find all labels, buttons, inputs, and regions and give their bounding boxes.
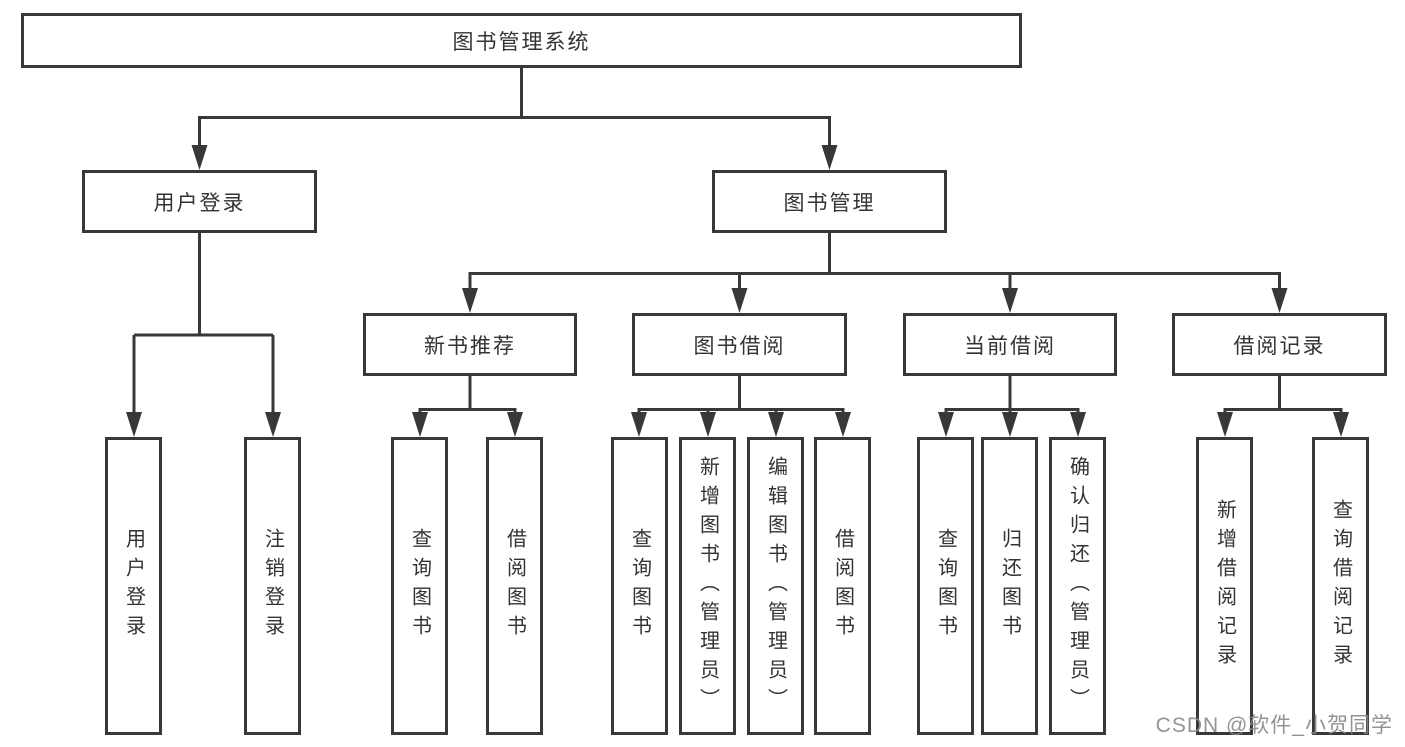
node-label: 图书管理 <box>783 191 876 215</box>
node-return-books: 归还图书 <box>981 437 1038 735</box>
node-query-books-borrow: 查询图书 <box>611 437 668 735</box>
node-label: 用户登录 <box>153 191 246 215</box>
csdn-watermark: CSDN @软件_小贺同学 <box>1155 714 1393 737</box>
arrowheads <box>126 145 1349 437</box>
node-label: 编辑图书（管理员） <box>764 455 787 717</box>
node-borrowing-records: 借阅记录 <box>1172 313 1387 376</box>
node-label: 图书管理系统 <box>452 30 591 54</box>
node-book-borrowing: 图书借阅 <box>632 313 847 376</box>
node-label: 新增图书（管理员） <box>696 455 719 717</box>
node-label: 借阅图书 <box>503 528 526 644</box>
node-label: 归还图书 <box>998 528 1021 644</box>
node-label: 用户登录 <box>122 528 145 644</box>
node-label: 当前借阅 <box>964 334 1056 358</box>
node-label: 注销登录 <box>261 528 284 644</box>
node-query-books-current: 查询图书 <box>917 437 974 735</box>
node-label: 查询借阅记录 <box>1329 499 1352 673</box>
node-label: 查询图书 <box>934 528 957 644</box>
node-confirm-return-admin: 确认归还（管理员） <box>1049 437 1106 735</box>
node-current-borrowing: 当前借阅 <box>903 313 1117 376</box>
node-add-borrow-record: 新增借阅记录 <box>1196 437 1253 735</box>
node-user-login: 用户登录 <box>82 170 317 233</box>
node-label: 借阅图书 <box>831 528 854 644</box>
node-query-borrow-record: 查询借阅记录 <box>1312 437 1369 735</box>
node-user-login-action: 用户登录 <box>105 437 162 735</box>
node-borrow-books: 借阅图书 <box>814 437 871 735</box>
node-label: 查询图书 <box>628 528 651 644</box>
node-borrow-books-recommend: 借阅图书 <box>486 437 543 735</box>
node-label: 图书借阅 <box>693 334 786 358</box>
node-logout: 注销登录 <box>244 437 301 735</box>
node-book-management: 图书管理 <box>712 170 947 233</box>
node-edit-books-admin: 编辑图书（管理员） <box>747 437 804 735</box>
node-label: 查询图书 <box>408 528 431 644</box>
node-library-management-system: 图书管理系统 <box>21 13 1022 68</box>
node-new-book-recommend: 新书推荐 <box>363 313 577 376</box>
node-label: 借阅记录 <box>1233 334 1326 358</box>
node-label: 确认归还（管理员） <box>1066 455 1089 717</box>
node-query-books-recommend: 查询图书 <box>391 437 448 735</box>
node-add-books-admin: 新增图书（管理员） <box>679 437 736 735</box>
node-label: 新增借阅记录 <box>1213 499 1236 673</box>
node-label: 新书推荐 <box>424 334 516 358</box>
